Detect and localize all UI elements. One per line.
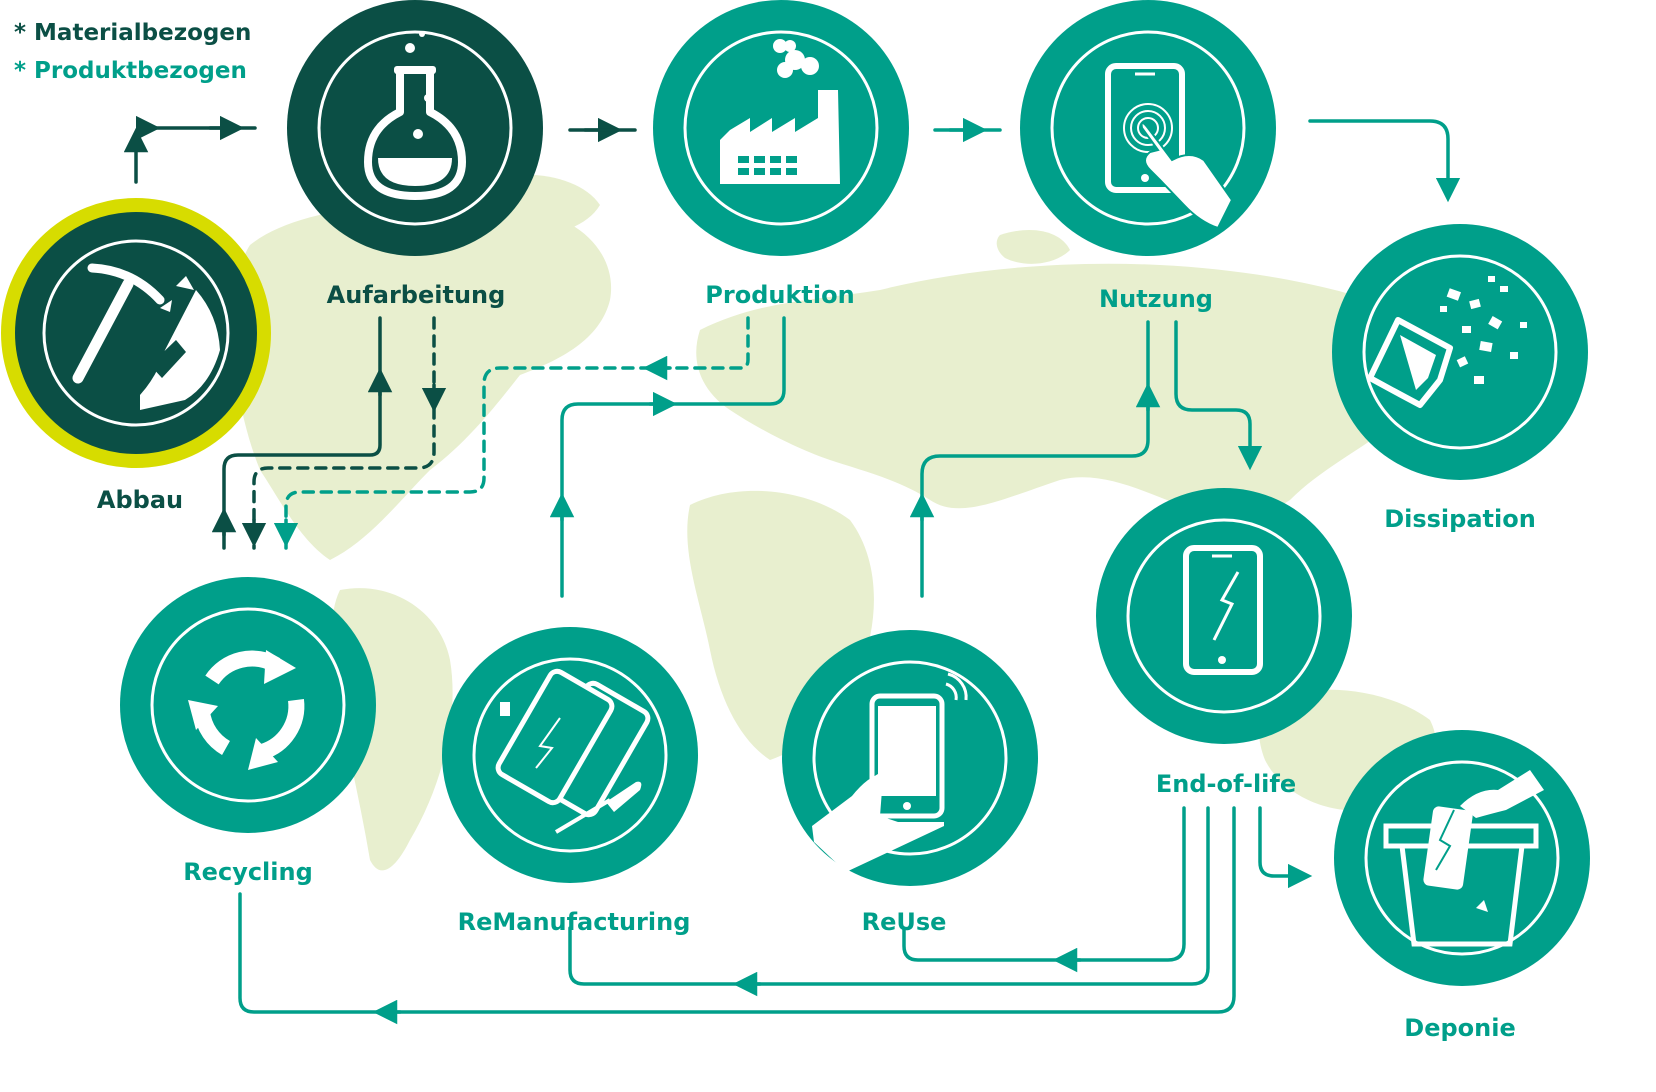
connector-endoflife-remanufacturing [568,806,1210,986]
connector-aufarbeitung-recycling-dashed [252,316,436,550]
node-abbau [1,198,271,468]
label-nutzung: Nutzung [1099,285,1213,313]
label-produktion: Produktion [705,281,854,309]
connector-abbau-aufarbeitung [123,115,257,184]
connector-endoflife-deponie [1258,806,1313,889]
label-remanufacturing: ReManufacturing [458,908,691,936]
label-reuse: ReUse [862,908,947,936]
node-recycling [120,577,376,833]
touch-phone-icon [1105,63,1234,230]
node-produktion [653,0,909,256]
node-nutzung [1020,0,1276,256]
connector-recycling-aufarbeitung [222,316,382,550]
label-end-of-life: End-of-life [1156,770,1296,798]
node-remanufacturing [442,627,698,883]
connector-endoflife-reuse [902,806,1186,962]
label-aufarbeitung: Aufarbeitung [327,281,506,309]
shattered-phone-icon [1367,276,1527,408]
node-reuse [782,630,1038,886]
legend-material: * Materialbezogen [14,20,251,46]
connector-produktion-recycling-dashed [284,316,750,550]
label-recycling: Recycling [183,858,313,886]
connector-endoflife-recycling [238,806,1236,1014]
connectors [123,115,1461,1025]
factory-icon [720,39,840,184]
cracked-phone-icon [1183,545,1263,675]
legend-product: * Produktbezogen [14,58,247,84]
trash-bin-icon [1383,770,1544,947]
node-end-of-life [1096,488,1352,744]
phones-screwdriver-icon [495,668,651,834]
label-dissipation: Dissipation [1384,505,1536,533]
connector-nutzung-endoflife [1174,320,1263,471]
label-abbau: Abbau [97,486,183,514]
node-aufarbeitung [287,0,543,256]
connector-nutzung-dissipation [1308,119,1461,203]
hand-phone-icon [812,672,968,872]
label-deponie: Deponie [1404,1014,1515,1042]
connector-reuse-nutzung [920,320,1150,598]
flask-icon [364,31,466,200]
node-dissipation [1332,224,1588,480]
node-deponie [1334,730,1590,986]
pickaxe-icon [72,263,220,410]
